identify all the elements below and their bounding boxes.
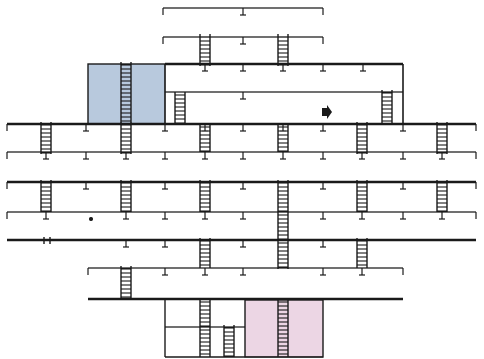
block-pink <box>244 299 324 358</box>
dot-icon <box>89 217 93 221</box>
block-blue <box>87 63 166 125</box>
arrow-right-icon <box>322 105 332 119</box>
